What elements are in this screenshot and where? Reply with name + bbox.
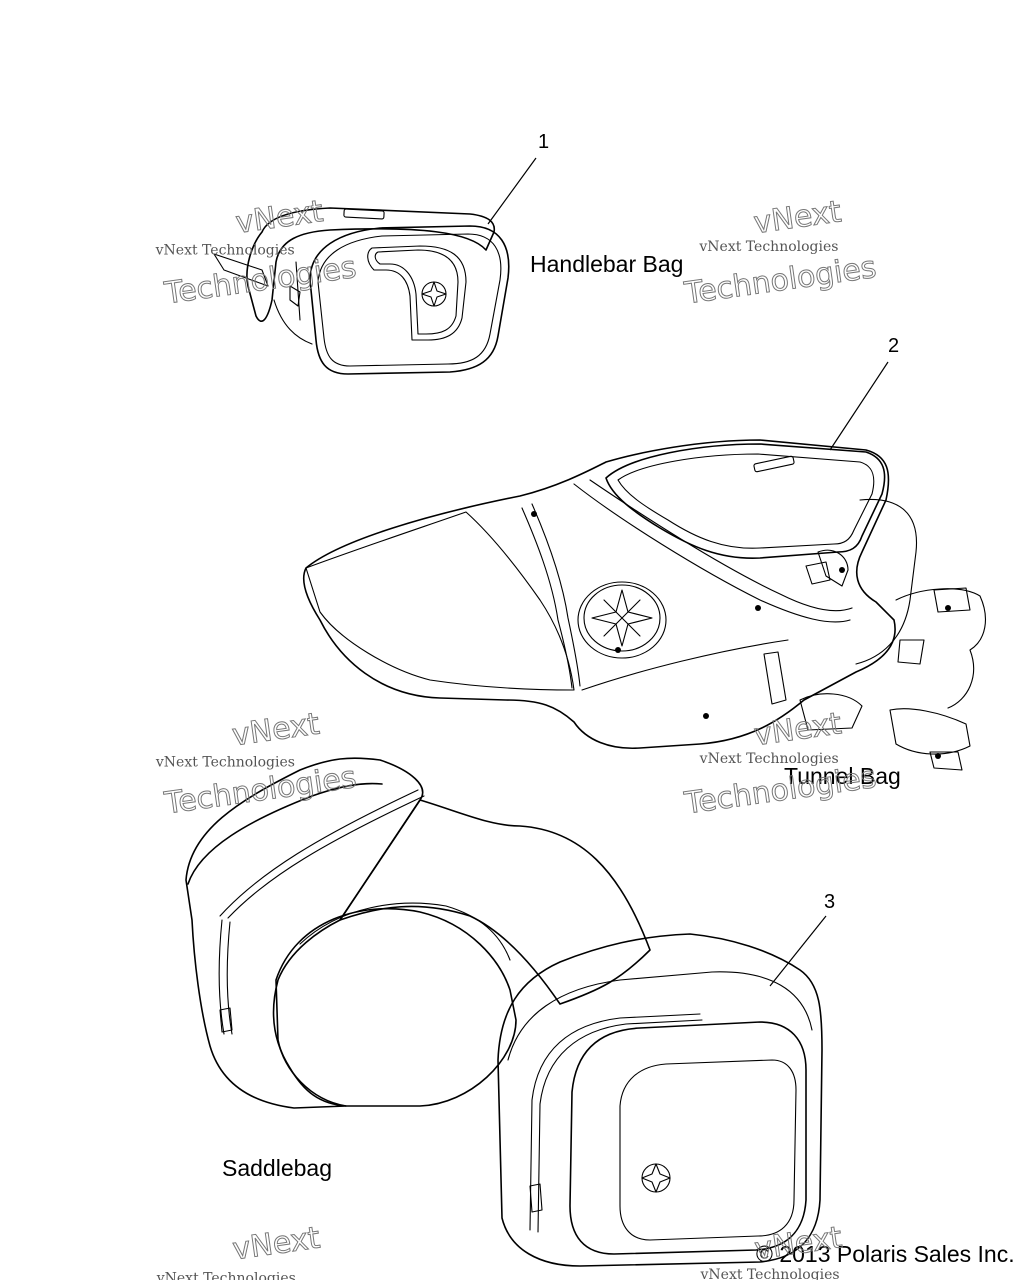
svg-text:vNext Technologies: vNext Technologies [699, 751, 839, 767]
callout-number-1: 1 [538, 131, 549, 153]
watermark-mid-left: vNext vNext Technologies Technologies [155, 706, 359, 822]
svg-text:vNext Technologies: vNext Technologies [155, 755, 295, 771]
svg-text:vNext: vNext [234, 194, 326, 241]
compass-logo-icon [641, 1163, 671, 1193]
svg-text:vNext: vNext [230, 707, 322, 754]
handlebar-bag-drawing [213, 207, 510, 375]
svg-text:vNext Technologies: vNext Technologies [156, 1270, 296, 1280]
leader-line-2 [829, 361, 889, 451]
svg-text:vNext: vNext [752, 194, 844, 241]
callout-number-2: 2 [888, 335, 899, 357]
saddlebag-label: Saddlebag [222, 1155, 332, 1181]
svg-text:vNext Technologies: vNext Technologies [700, 1267, 840, 1280]
svg-text:Technologies: Technologies [682, 250, 879, 312]
svg-text:vNext Technologies: vNext Technologies [698, 239, 838, 255]
leader-line-1 [487, 157, 537, 225]
watermark-bottom-right: vNext vNext Technologies [700, 1220, 845, 1280]
watermark-bottom-left: vNext vNext Technologies [156, 1220, 323, 1280]
svg-text:vNext: vNext [231, 1221, 323, 1268]
compass-logo-icon [421, 281, 447, 307]
copyright-notice: © 2013 Polaris Sales Inc. [756, 1241, 1015, 1267]
polaris-brand-mark-icon [753, 455, 795, 473]
callout-number-3: 3 [824, 891, 835, 913]
saddlebag-drawing [185, 757, 823, 1267]
tunnel-bag-label: Tunnel Bag [784, 763, 901, 789]
compass-badge-icon [577, 581, 667, 659]
watermark-top-right: vNext vNext Technologies Technologies [681, 194, 879, 312]
handlebar-bag-label: Handlebar Bag [530, 251, 683, 277]
svg-text:vNext: vNext [752, 706, 844, 753]
svg-text:Technologies: Technologies [162, 250, 359, 312]
svg-text:vNext Technologies: vNext Technologies [155, 243, 295, 259]
svg-text:Technologies: Technologies [682, 760, 879, 822]
tunnel-bag-drawing [302, 439, 986, 771]
leader-line-3 [769, 915, 827, 987]
